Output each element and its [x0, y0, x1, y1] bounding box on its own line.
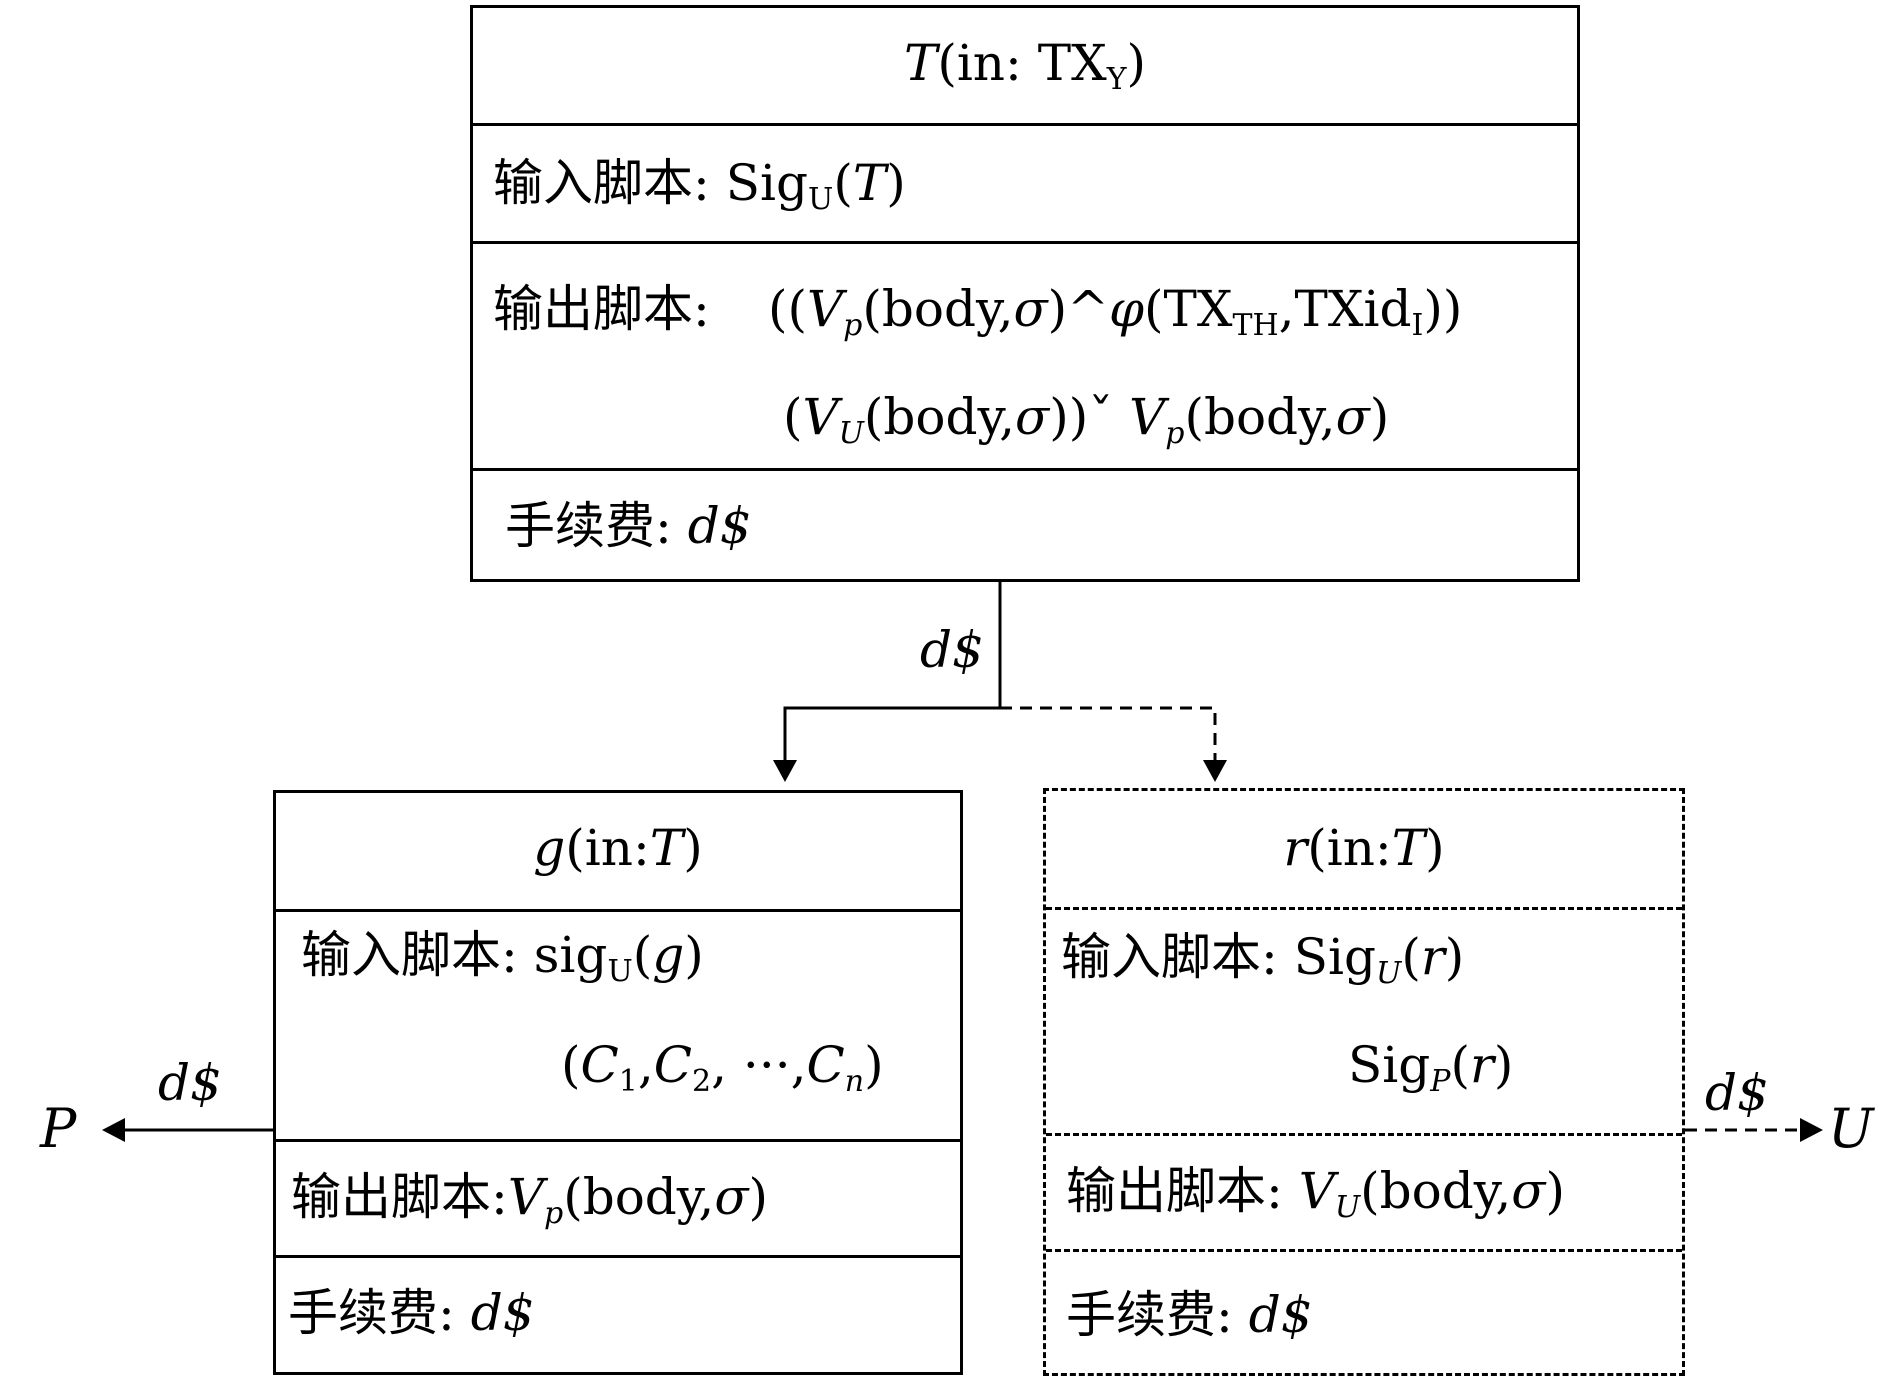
- transaction-r-box: r(in:T) 输入脚本: SigU(r) SigP(r) 输出脚本: VU(b…: [1043, 788, 1685, 1376]
- arrowhead-to-P: [102, 1118, 125, 1142]
- tx-T-fee-row: 手续费: d$: [473, 468, 1577, 579]
- transaction-g-box: g(in:T) 输入脚本: sigU(g) (C1,C2, ···,Cn) 输出…: [273, 790, 963, 1375]
- tx-T-input-row: 输入脚本: SigU(T): [473, 123, 1577, 241]
- tx-r-input-text: 输入脚本: SigU(r): [1061, 928, 1465, 991]
- edge-split-label: d$: [920, 621, 984, 679]
- tx-r-output-row: 输出脚本: VU(body,σ): [1046, 1133, 1682, 1249]
- tx-g-title: g(in:T): [533, 819, 703, 877]
- node-P: P: [40, 1097, 77, 1160]
- tx-r-fee-row: 手续费: d$: [1046, 1249, 1682, 1373]
- tx-g-input-line2: (C1,C2, ···,Cn): [561, 1036, 884, 1099]
- edge-to-P-label: d$: [158, 1054, 222, 1112]
- arrowhead-to-g: [773, 760, 797, 782]
- tx-r-title: r(in:T): [1283, 819, 1445, 877]
- tx-T-output-row: 输出脚本: ((Vp(body,σ)^φ(TXTH,TXidI)) (VU(bo…: [473, 241, 1577, 468]
- tx-r-fee-text: 手续费: d$: [1066, 1286, 1313, 1344]
- branch-to-g-line: [783, 706, 1000, 760]
- tx-T-fee-text: 手续费: d$: [505, 497, 752, 555]
- tx-T-input-text: 输入脚本: SigU(T): [493, 154, 906, 217]
- tx-r-input-row: 输入脚本: SigU(r) SigP(r): [1046, 907, 1682, 1133]
- arrowhead-to-r: [1203, 760, 1227, 782]
- tx-T-title-row: T(in: TXY): [473, 8, 1577, 123]
- branch-to-r-line: [1000, 706, 1217, 760]
- tx-T-output-line2: (VU(body,σ))ˇ Vp(body,σ): [783, 388, 1390, 451]
- tx-g-output-row: 输出脚本:Vp(body,σ): [276, 1139, 960, 1255]
- tx-g-input-text: 输入脚本: sigU(g): [301, 926, 704, 989]
- transaction-T-box: T(in: TXY) 输入脚本: SigU(T) 输出脚本: ((Vp(body…: [470, 5, 1580, 582]
- tx-g-fee-row: 手续费: d$: [276, 1255, 960, 1372]
- node-U: U: [1828, 1097, 1874, 1160]
- tx-T-title: T(in: TXY): [903, 34, 1147, 97]
- tx-g-fee-text: 手续费: d$: [288, 1284, 535, 1342]
- tx-g-input-row: 输入脚本: sigU(g) (C1,C2, ···,Cn): [276, 909, 960, 1139]
- tx-g-output-text: 输出脚本:Vp(body,σ): [291, 1168, 768, 1231]
- tx-r-input-line2: SigP(r): [1348, 1036, 1514, 1099]
- tx-g-title-row: g(in:T): [276, 793, 960, 909]
- arrowhead-to-U: [1800, 1118, 1823, 1142]
- tx-T-output-label: 输出脚本:: [493, 280, 710, 338]
- edge-to-U-label: d$: [1705, 1064, 1769, 1122]
- tx-r-output-text: 输出脚本: VU(body,σ): [1066, 1162, 1565, 1225]
- tx-r-title-row: r(in:T): [1046, 791, 1682, 907]
- tx-T-output-line1: ((Vp(body,σ)^φ(TXTH,TXidI)): [768, 280, 1463, 343]
